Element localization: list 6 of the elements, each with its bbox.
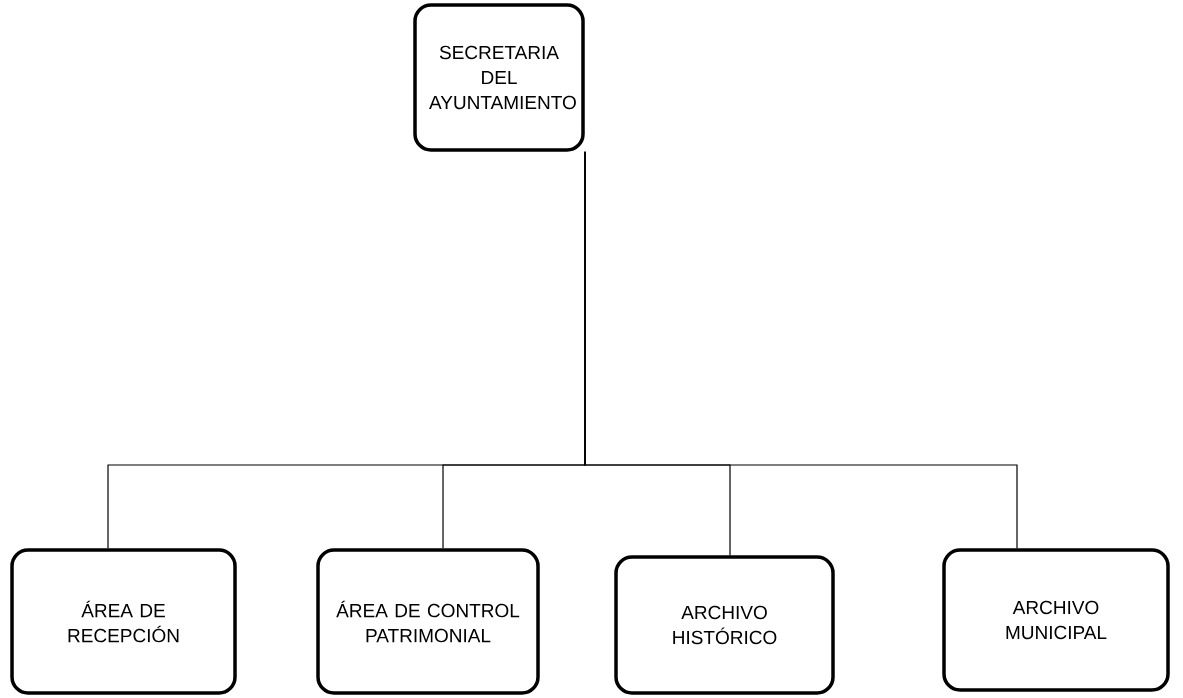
connector-line [584, 151, 1018, 549]
org-box: ARCHIVO MUNICIPAL [942, 548, 1170, 692]
org-box: ARCHIVO HISTÓRICO [614, 555, 835, 695]
org-box: ÁREA DE CONTROL PATRIMONIAL [316, 548, 540, 695]
org-box: ÁREA DE RECEPCIÓN [10, 548, 237, 695]
org-box: SECRETARIA DEL AYUNTAMIENTO [413, 3, 585, 152]
